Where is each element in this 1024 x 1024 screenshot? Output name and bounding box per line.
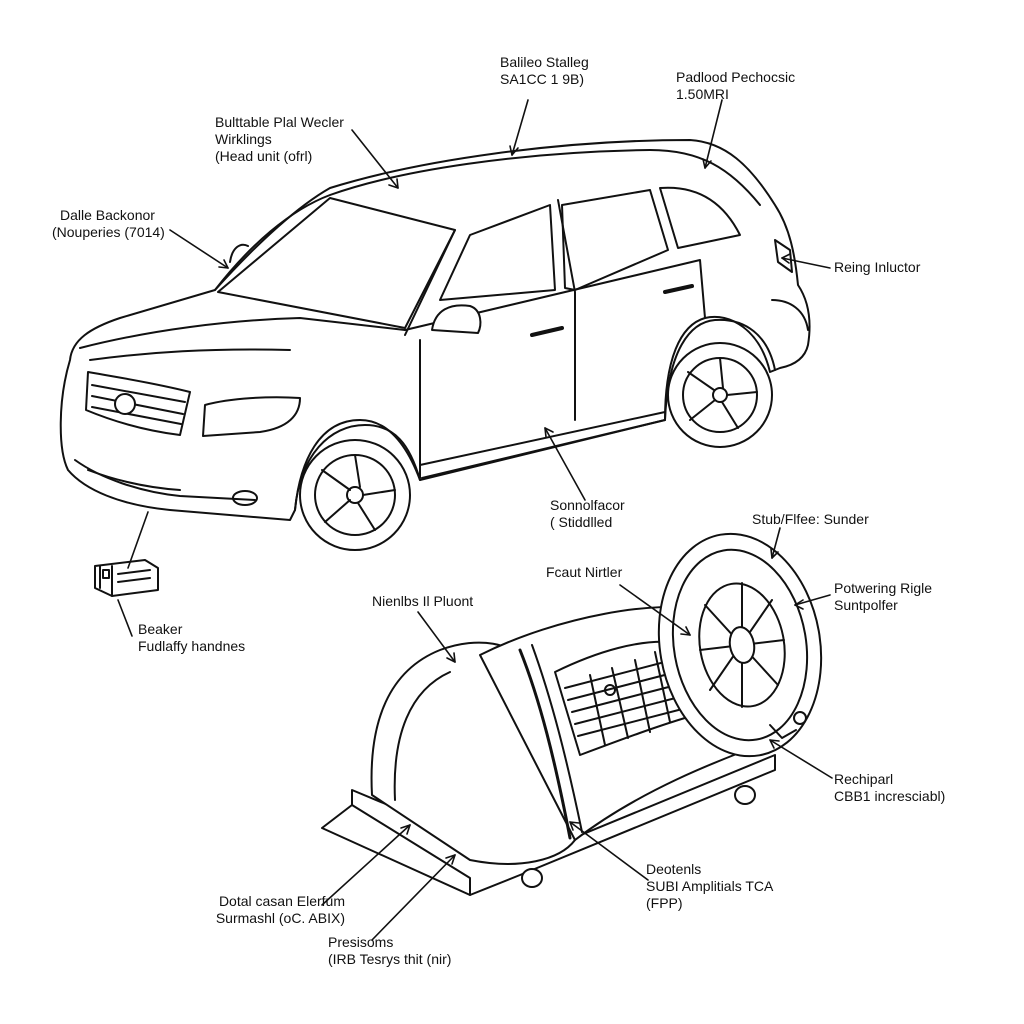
label-sonnolfacor-sub: ( Stiddlled	[550, 514, 613, 530]
connector-plug	[94, 559, 159, 597]
label-nienlbs: Nienlbs Il Pluont	[372, 593, 473, 610]
label-dotal: Dotal casan Elerfum Surmashl (oC. ABIX)	[185, 893, 345, 927]
tail-light	[774, 239, 793, 273]
label-dale-sub: (Nouperies (7014)	[52, 224, 165, 240]
label-head-unit-title: Bulttable Plal Wecler	[215, 114, 344, 130]
label-head-unit: Bulttable Plal Wecler Wirklings (Head un…	[215, 114, 344, 165]
label-dale: Dalle Backonor (Nouperies (7014)	[52, 207, 165, 241]
foot-front	[521, 868, 543, 888]
headlight	[202, 396, 301, 437]
label-presisoms-sub: (IRB Tesrys thit (nir)	[328, 951, 452, 967]
subwoofer-assembly	[321, 532, 823, 896]
label-fcaut: Fcaut Nirtler	[546, 564, 622, 581]
label-rechipari: Rechiparl CBB1 incresciabl)	[834, 771, 945, 805]
base-plate	[321, 754, 776, 896]
label-rechipari-title: Rechiparl	[834, 771, 894, 787]
label-head-unit-sub: Wirklings	[215, 131, 272, 147]
label-deotenls-title: Deotenls	[646, 861, 702, 877]
label-presisoms-title: Presisoms	[328, 934, 394, 950]
label-powering-title: Potwering Rigle	[834, 580, 933, 596]
leader-lines	[117, 99, 833, 941]
label-beaker: Beaker Fudlaffy handnes	[138, 621, 245, 655]
label-top-right-sub: 1.50MRI	[676, 86, 729, 102]
side-mirror	[431, 304, 482, 334]
label-head-unit-sub2: (Head unit (ofrl)	[215, 148, 313, 164]
quarter-window	[659, 186, 741, 249]
label-presisoms: Presisoms (IRB Tesrys thit (nir)	[318, 934, 458, 968]
label-stub-title: Stub/Flfee: Sunder	[752, 511, 869, 527]
label-beaker-title: Beaker	[138, 621, 183, 637]
label-dale-title: Dalle Backonor	[60, 207, 155, 223]
label-deotenls: Deotenls SUBI Amplitials TCA (FPP)	[646, 861, 773, 912]
badge-logo	[114, 393, 136, 415]
label-top-center-title: Balileo Stalleg	[500, 54, 589, 70]
suv-illustration	[59, 139, 811, 551]
label-powering-sub: Suntpolfer	[834, 597, 898, 613]
label-fcaut-title: Fcaut Nirtler	[546, 564, 623, 580]
label-top-center: Balileo Stalleg SA1CC 1 9B)	[500, 54, 589, 88]
label-reing-title: Reing Inluctor	[834, 259, 921, 275]
label-reing: Reing Inluctor	[834, 259, 920, 276]
label-deotenls-sub2: (FPP)	[646, 895, 683, 911]
label-deotenls-sub: SUBI Amplitials TCA	[646, 878, 774, 894]
front-window	[439, 204, 556, 301]
label-dotal-sub: Surmashl (oC. ABIX)	[215, 910, 345, 926]
label-beaker-sub: Fudlaffy handnes	[138, 638, 246, 654]
label-powering: Potwering Rigle Suntpolfer	[834, 580, 932, 614]
label-sonnolfacor: Sonnolfacor ( Stiddlled	[550, 497, 625, 531]
label-rechipari-sub: CBB1 incresciabl)	[834, 788, 946, 804]
foot-rear	[734, 785, 756, 805]
label-top-center-sub: SA1CC 1 9B)	[500, 71, 585, 87]
label-stub: Stub/Flfee: Sunder	[752, 511, 869, 528]
label-top-right-title: Padlood Pechocsic	[676, 69, 796, 85]
front-wheel	[299, 439, 411, 551]
label-sonnolfacor-title: Sonnolfacor	[550, 497, 625, 513]
roof-line	[214, 149, 761, 291]
label-nienlbs-title: Nienlbs Il Pluont	[372, 593, 474, 609]
label-dotal-title: Dotal casan Elerfum	[218, 893, 345, 909]
label-top-right: Padlood Pechocsic 1.50MRI	[676, 69, 795, 103]
